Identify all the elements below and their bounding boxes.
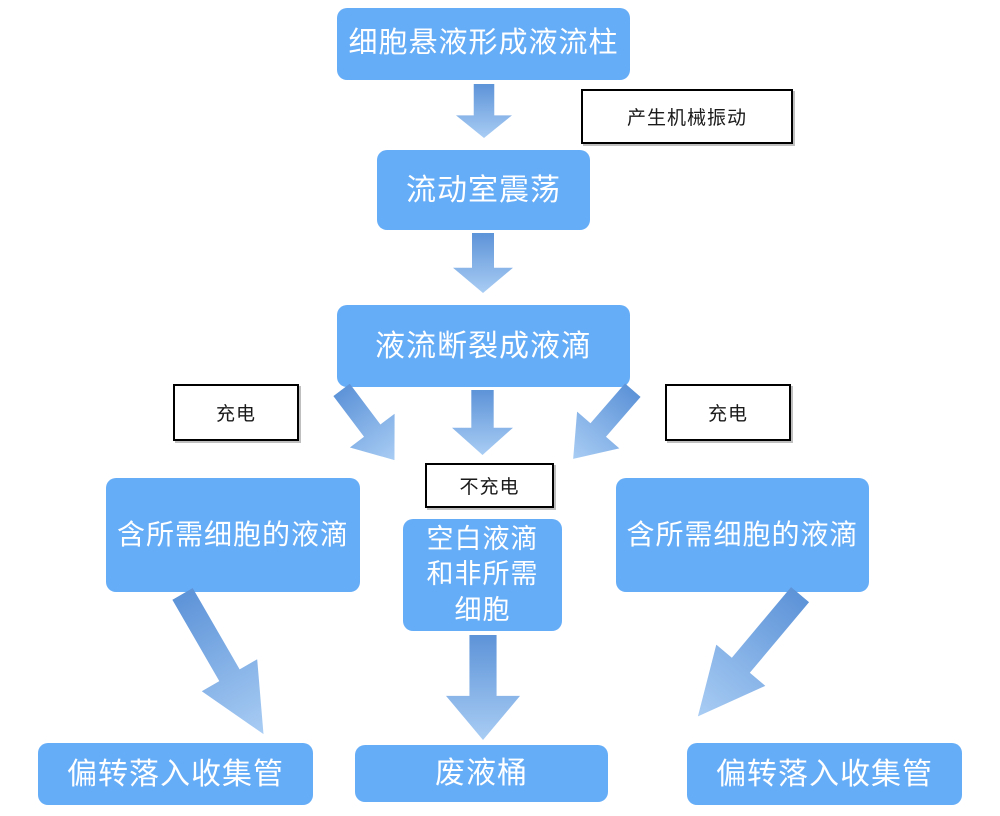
annotation-mechanical-vibration: 产生机械振动: [581, 89, 793, 144]
annotation-charge-left-label: 充电: [215, 404, 256, 425]
node-stream-breaks: 液流断裂成液滴: [337, 305, 630, 387]
arrow-down-left-icon: [319, 373, 417, 477]
annotation-charge-left: 充电: [173, 384, 299, 441]
annotation-no-charge-label: 不充电: [459, 477, 520, 498]
arrow-down-right-icon: [673, 574, 824, 737]
node-collect-left-label: 偏转落入收集管: [67, 757, 284, 791]
arrow-down-icon: [452, 390, 513, 455]
node-collect-left: 偏转落入收集管: [38, 743, 313, 805]
node-blank-droplets: 空白液滴和非所需细胞: [403, 519, 562, 631]
node-waste-bucket: 废液桶: [355, 745, 608, 802]
node-cell-suspension-label: 细胞悬液形成液流柱: [348, 27, 619, 60]
arrow-down-right-icon: [552, 372, 654, 477]
annotation-mechanical-vibration-label: 产生机械振动: [626, 108, 747, 129]
arrow-down-icon: [453, 233, 513, 293]
node-blank-droplets-label: 空白液滴和非所需细胞: [426, 524, 539, 625]
annotation-charge-right: 充电: [665, 384, 791, 441]
node-desired-cells-right: 含所需细胞的液滴: [616, 478, 869, 592]
arrow-down-icon: [456, 84, 512, 138]
node-waste-bucket-label: 废液桶: [435, 757, 528, 790]
annotation-charge-right-label: 充电: [707, 404, 748, 425]
node-stream-breaks-label: 液流断裂成液滴: [375, 329, 592, 363]
node-collect-right-label: 偏转落入收集管: [716, 757, 933, 791]
annotation-no-charge: 不充电: [425, 463, 554, 508]
arrow-down-icon: [446, 635, 520, 740]
node-desired-cells-left-label: 含所需细胞的液滴: [116, 518, 349, 550]
node-cell-suspension: 细胞悬液形成液流柱: [337, 8, 630, 80]
node-flow-chamber-label: 流动室震荡: [406, 173, 561, 207]
node-desired-cells-left: 含所需细胞的液滴: [106, 478, 360, 592]
arrow-down-left-icon: [155, 578, 291, 750]
node-desired-cells-right-label: 含所需细胞的液滴: [626, 518, 859, 550]
node-collect-right: 偏转落入收集管: [687, 743, 962, 805]
node-flow-chamber: 流动室震荡: [377, 150, 590, 230]
